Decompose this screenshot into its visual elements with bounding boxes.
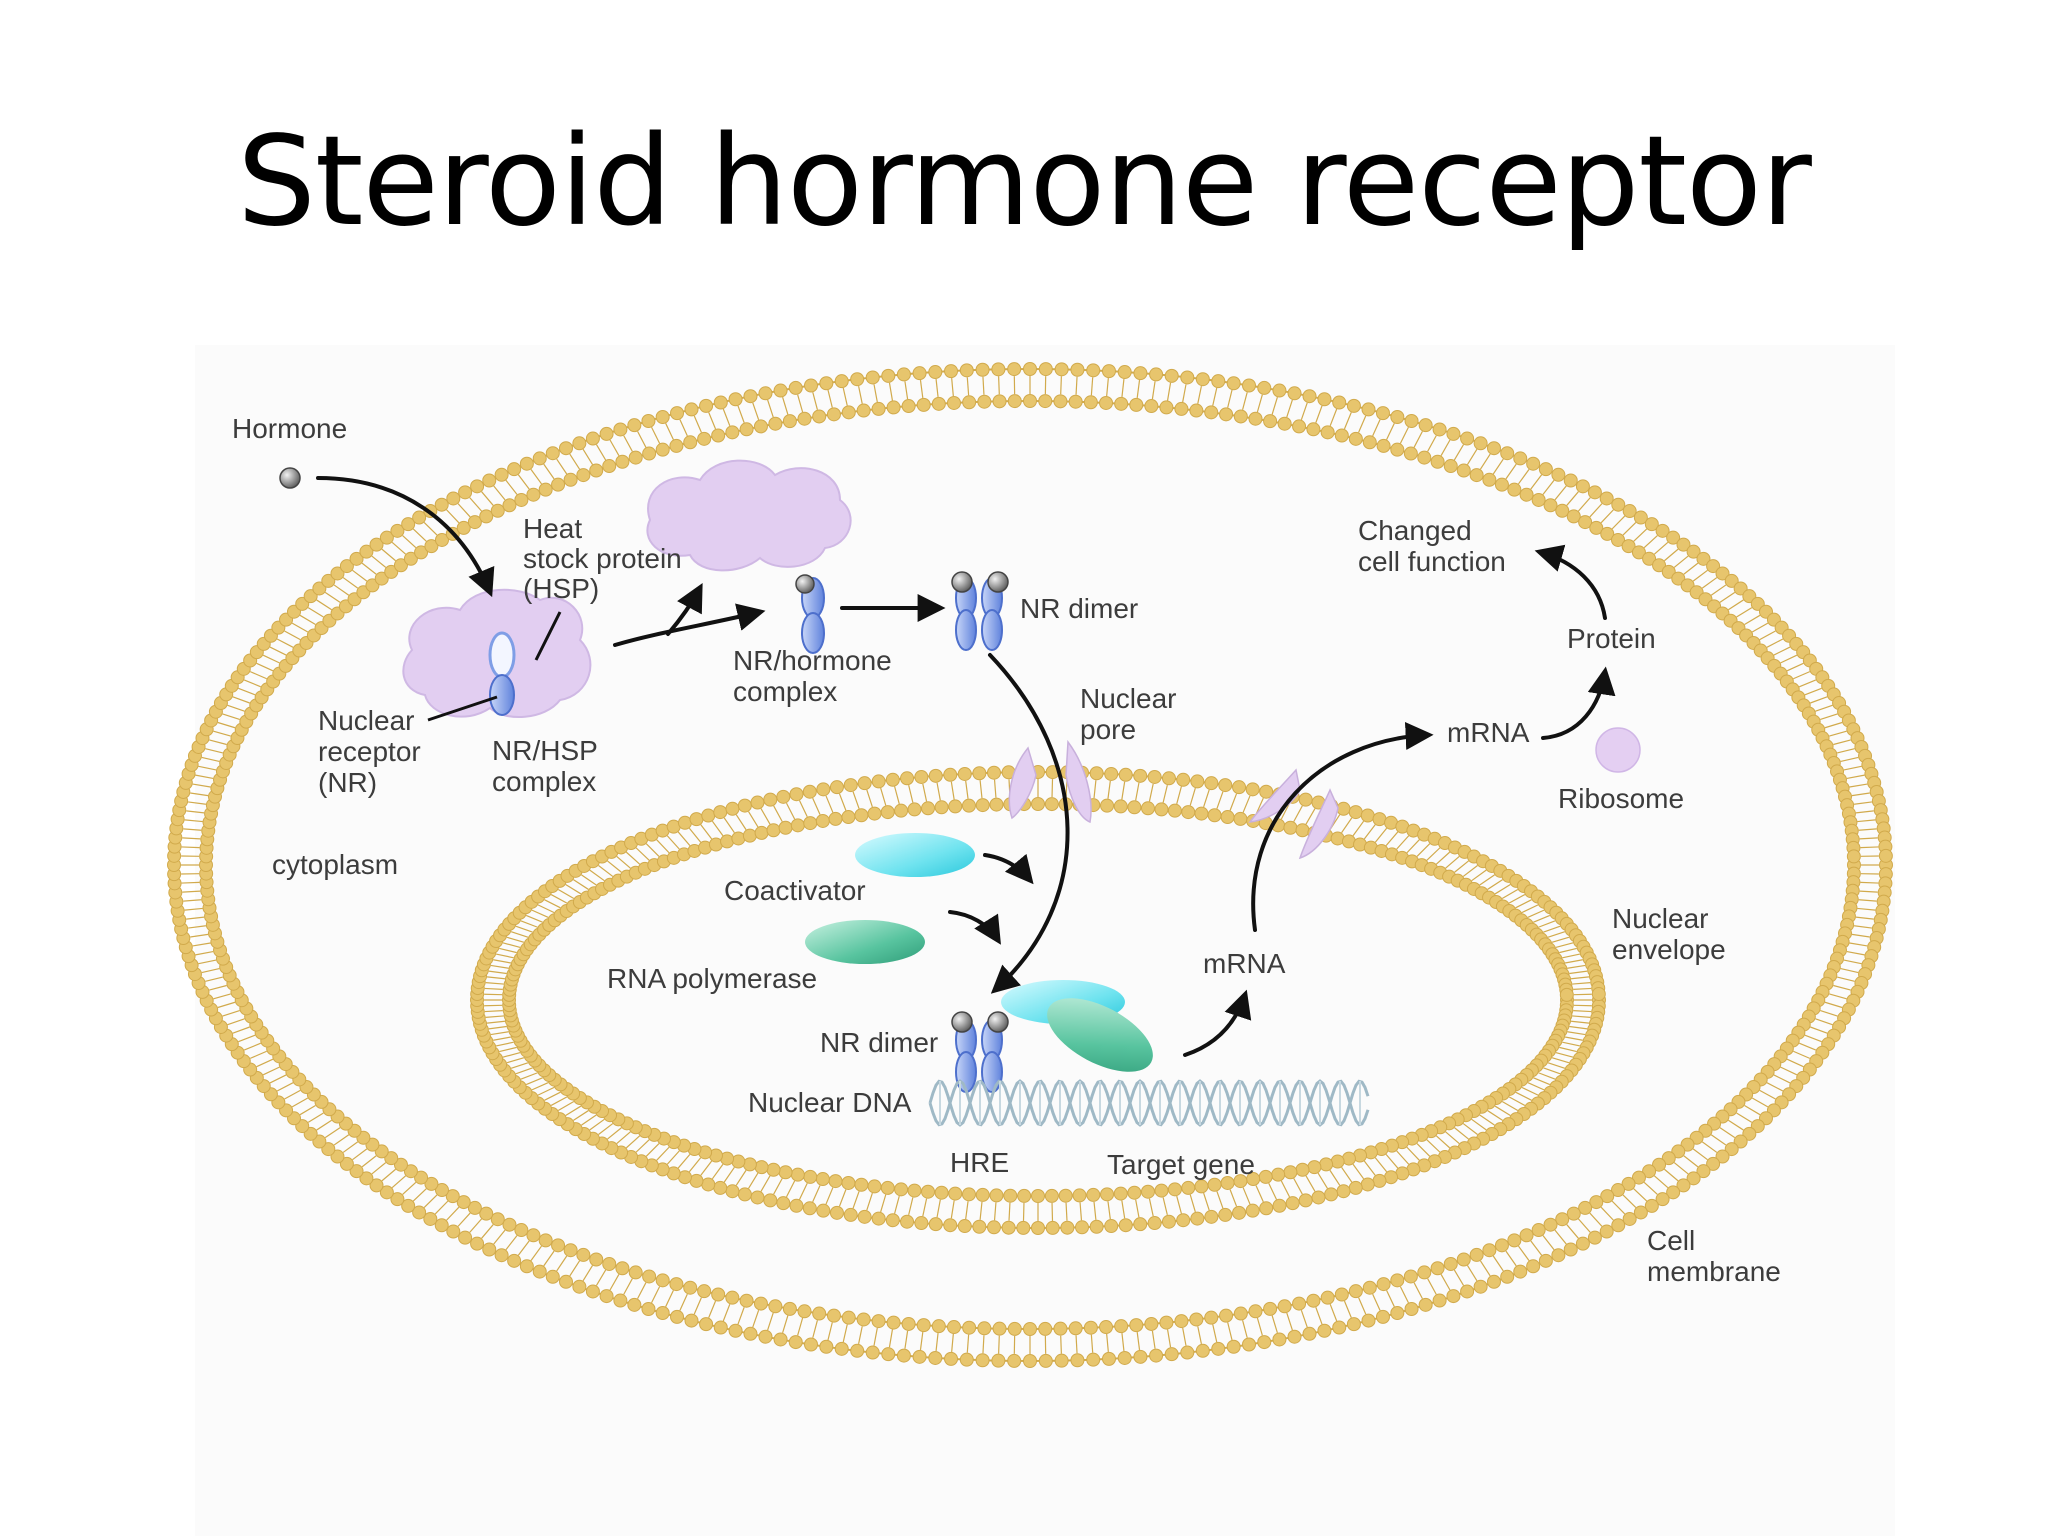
ribosome-shape [1595,727,1641,773]
arrow-mrna-export [1251,722,1434,932]
arrow-polymerase-bind [948,910,1001,945]
label-hsp-line1: Heat [523,513,582,544]
nr-hormone-complex-shape [795,574,825,654]
label-target-gene: Target gene [1107,1149,1255,1180]
label-mrna-nucleus: mRNA [1203,948,1286,979]
cell-membrane [167,362,1893,1368]
label-cell-membrane-line1: Cell [1647,1225,1695,1256]
label-nuclear-pore-line1: Nuclear [1080,683,1176,714]
label-nr-hsp-complex: NR/HSP complex [492,735,605,797]
arrow-translation [1541,666,1616,740]
dna-helix [928,1079,1370,1127]
arrow-changed-function [1534,544,1607,620]
label-nr-hormone-line1: NR/hormone [733,645,892,676]
arrow-hsp-release [666,583,703,636]
arrow-coactivator-bind [983,853,1034,885]
label-nr-hormone-line2: complex [733,676,837,707]
label-nuclear-envelope-line2: envelope [1612,934,1726,965]
label-hre: HRE [950,1147,1009,1178]
label-cytoplasm: cytoplasm [272,849,398,880]
arrow-complex-split [613,603,766,647]
label-coactivator: Coactivator [724,875,866,906]
label-hsp-line3: (HSP) [523,573,599,604]
coactivator-shape [855,833,975,877]
label-cell-membrane: Cell membrane [1647,1225,1781,1287]
rna-polymerase-shape [805,920,925,964]
nuclear-receptor-shape [488,631,516,716]
label-hsp-line2: stock protein [523,543,682,574]
label-cell-membrane-line2: membrane [1647,1256,1781,1287]
label-nr-line1: Nuclear [318,705,414,736]
hsp-cloud [646,459,852,572]
nuclear-pore-left [1008,739,1092,824]
label-nuclear-receptor: Nuclear receptor (NR) [318,705,429,798]
label-changed-line1: Changed [1358,515,1472,546]
nr-hsp-complex [402,588,592,718]
label-ribosome: Ribosome [1558,783,1684,814]
label-nr-dimer-top: NR dimer [1020,593,1138,624]
label-nr-hsp-line1: NR/HSP [492,735,597,766]
nuclear-envelope [470,765,1606,1235]
label-changed-cell-function: Changed cell function [1358,515,1506,577]
nuclear-pore-right [1248,768,1339,860]
arrow-hormone-to-complex [316,476,495,598]
pointer-nuclear-receptor [427,695,498,722]
label-nr-hsp-line2: complex [492,766,596,797]
nr-dimer-top-shape [951,571,1009,651]
label-hormone: Hormone [232,413,347,444]
label-changed-line2: cell function [1358,546,1506,577]
label-nr-dimer-bottom: NR dimer [820,1027,938,1058]
label-protein: Protein [1567,623,1656,654]
label-nuclear-envelope-line1: Nuclear [1612,903,1708,934]
pointer-hsp [534,611,562,661]
arrow-dimer-into-nucleus [988,653,1070,994]
label-nuclear-dna: Nuclear DNA [748,1087,912,1118]
label-nr-hormone-complex: NR/hormone complex [733,645,900,707]
slide-title: Steroid hormone receptor [237,110,1812,254]
label-rna-polymerase: RNA polymerase [607,963,817,994]
label-hsp: Heat stock protein (HSP) [523,513,690,604]
label-nuclear-pore: Nuclear pore [1080,683,1184,745]
label-nr-line3: (NR) [318,767,377,798]
arrow-transcription [1183,989,1252,1057]
label-nuclear-envelope: Nuclear envelope [1612,903,1726,965]
label-mrna-cytoplasm: mRNA [1447,717,1530,748]
hormone-molecule [279,467,301,489]
label-nuclear-pore-line2: pore [1080,714,1136,745]
bound-polymerase-shape [1047,998,1153,1072]
label-nr-line2: receptor [318,736,421,767]
